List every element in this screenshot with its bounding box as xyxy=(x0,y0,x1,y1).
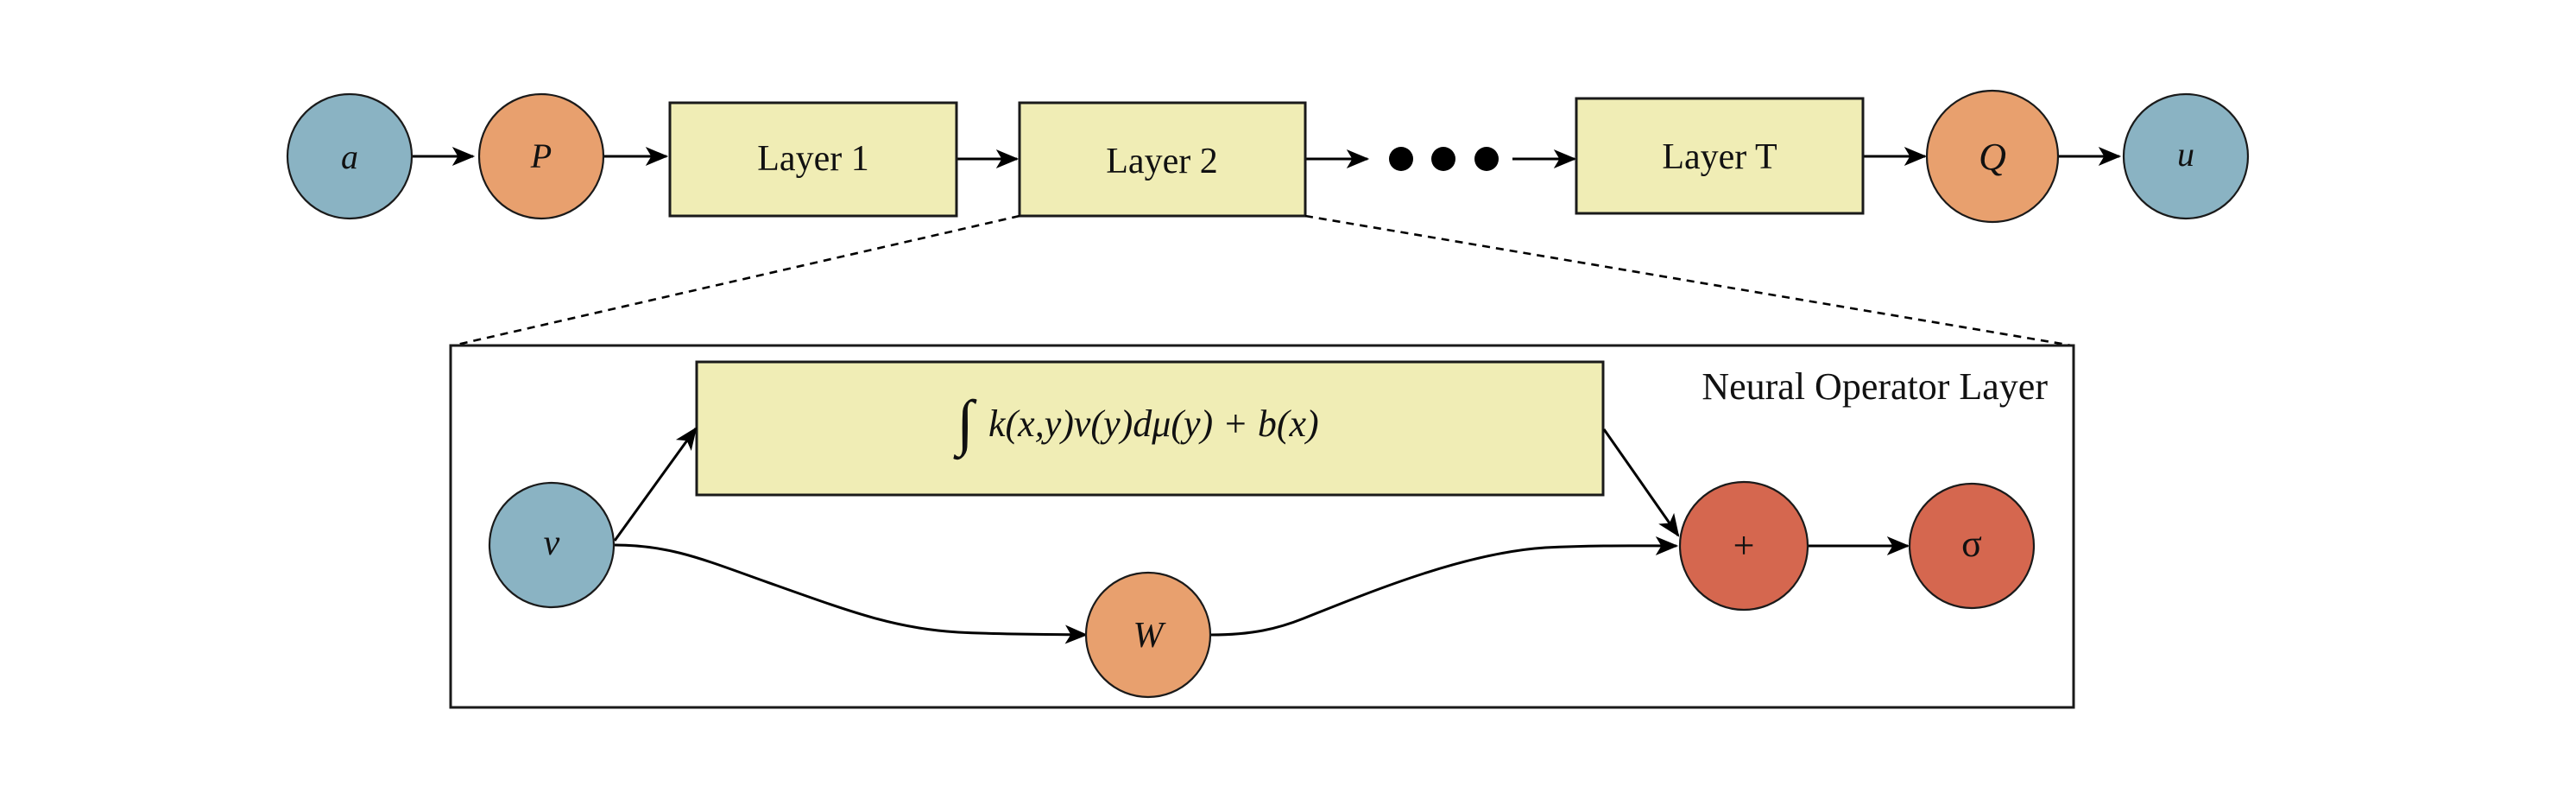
detail-input-node-v-label: v xyxy=(544,523,560,563)
edge-v-to-w xyxy=(614,543,1089,644)
activation-node-sigma xyxy=(1908,482,2036,610)
edge-w-to-sum xyxy=(1210,536,1679,637)
edge-v-to-integral xyxy=(613,427,698,542)
ellipsis-dots xyxy=(1389,147,1499,171)
layer-1-box xyxy=(668,101,958,218)
zoom-line-left xyxy=(452,214,1020,347)
sum-node xyxy=(1678,480,1809,612)
input-node-a xyxy=(286,92,414,220)
output-node-u-label: u xyxy=(2177,135,2194,174)
project-node-q-label: Q xyxy=(1979,136,2006,178)
linear-node-w xyxy=(1084,571,1212,699)
layer-t-label: Layer T xyxy=(1662,137,1777,177)
activation-node-sigma-label: σ xyxy=(1961,523,1982,565)
layer-2-label: Layer 2 xyxy=(1106,142,1217,181)
sum-node-label: + xyxy=(1733,524,1755,567)
pipeline: a P Layer 1 Layer 2 Layer T Q u xyxy=(286,89,2250,224)
output-node-u xyxy=(2122,92,2250,220)
detail-input-node-v xyxy=(488,481,616,609)
lift-node-p xyxy=(477,92,605,220)
layer-1-label: Layer 1 xyxy=(757,139,868,179)
integral-operator-box xyxy=(695,360,1605,497)
detail-title: Neural Operator Layer xyxy=(1702,365,2048,408)
zoom-line-right xyxy=(1304,214,2073,347)
neural-operator-layer-detail: Neural Operator Layer ∫ k(x,y)v(y)dμ(y) … xyxy=(449,344,2075,709)
lift-node-p-label: P xyxy=(530,136,552,175)
input-node-a-label: a xyxy=(341,137,358,176)
integral-operator-label: k(x,y)v(y)dμ(y) + b(x) xyxy=(988,403,1319,445)
project-node-q xyxy=(1925,89,2060,224)
layer-t-box xyxy=(1575,97,1865,215)
linear-node-w-label: W xyxy=(1133,616,1167,656)
integral-sign: ∫ xyxy=(953,388,977,460)
layer-2-box xyxy=(1018,101,1307,218)
edge-integral-to-sum xyxy=(1602,428,1680,537)
